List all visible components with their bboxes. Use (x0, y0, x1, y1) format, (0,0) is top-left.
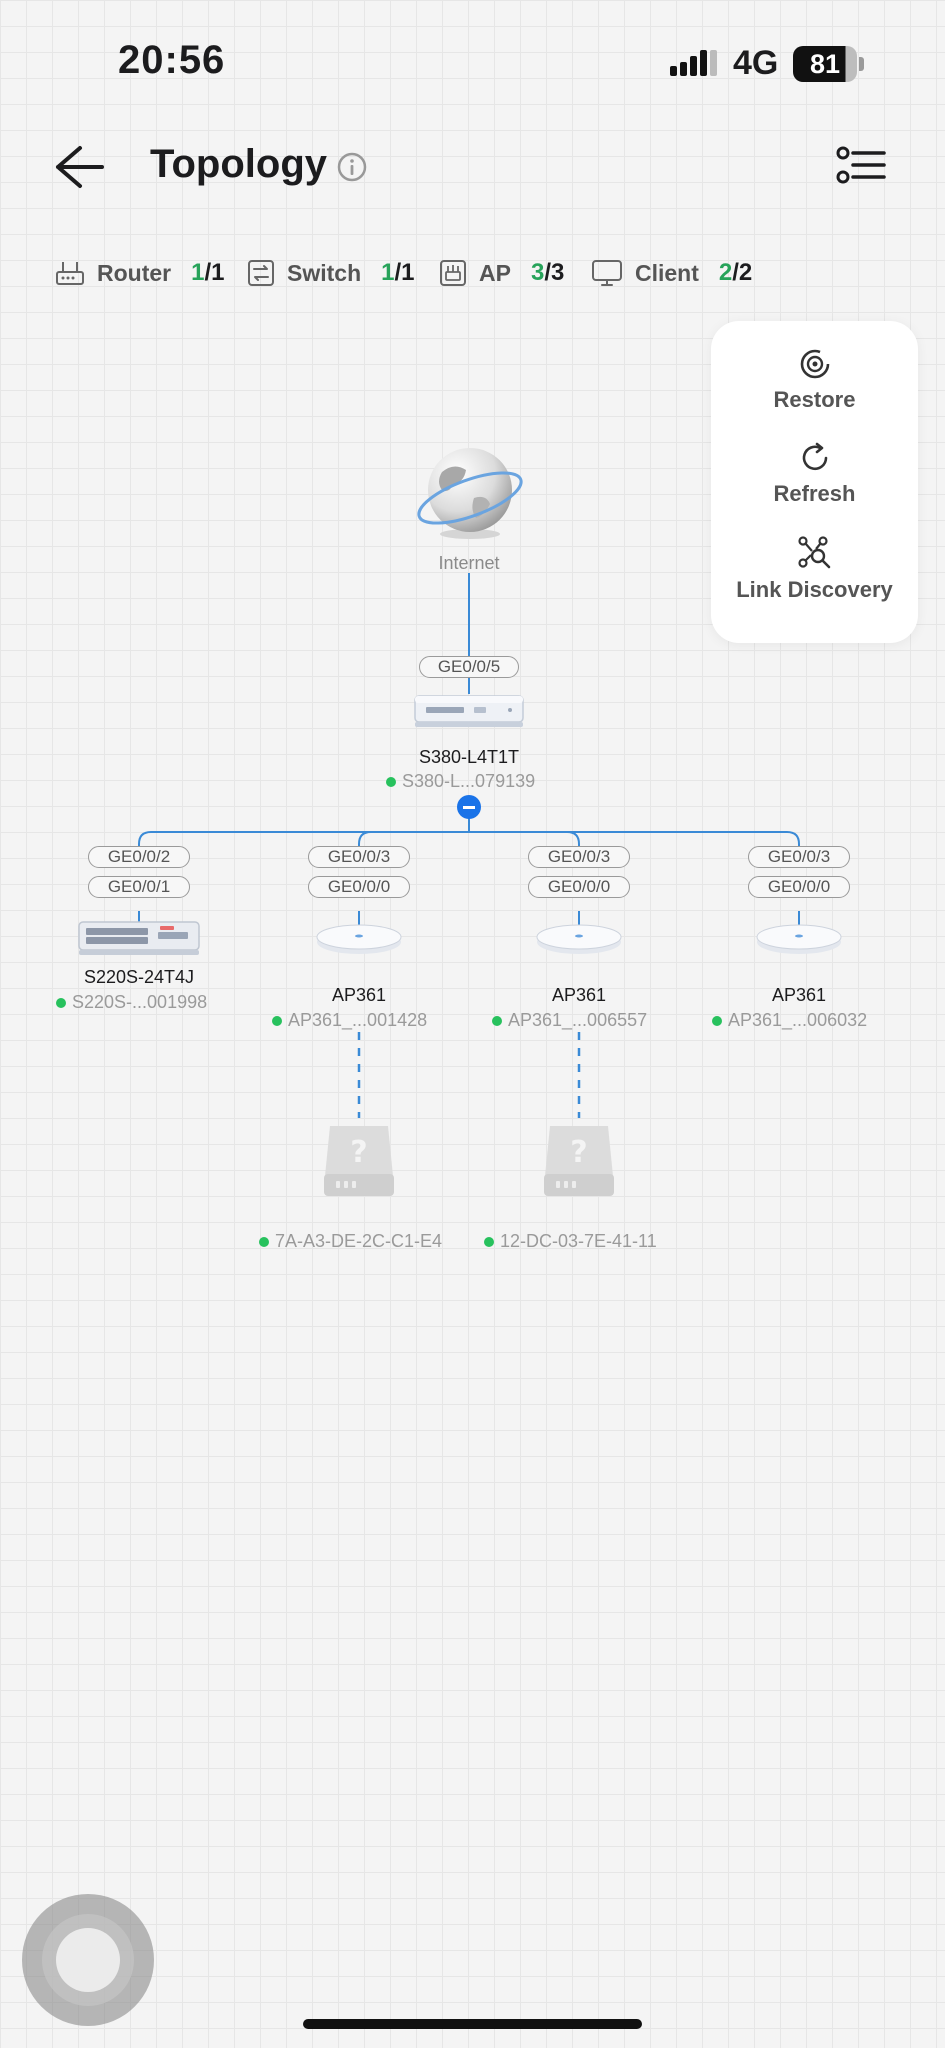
node-device-id: AP361_...006557 (508, 1010, 648, 1030)
node-name[interactable]: S380-L4T1T (418, 747, 520, 767)
summary-total-count: /2 (732, 259, 753, 286)
access-point-icon[interactable] (314, 920, 404, 960)
online-status-dot (259, 1236, 269, 1247)
back-button[interactable] (50, 140, 110, 195)
summary-total-count: /1 (204, 259, 225, 286)
unknown-device-icon[interactable]: ? (540, 1122, 618, 1200)
port-label: GE0/0/5 (419, 656, 519, 678)
access-point-icon[interactable] (534, 920, 624, 960)
summary-label: Switch (287, 259, 362, 286)
tool-panel: Restore Refresh Link Discovery (711, 321, 918, 643)
node-device-id: S220S-...001998 (72, 992, 208, 1012)
access-point-icon[interactable] (754, 920, 844, 960)
summary-client: Client 2 /2 (591, 256, 752, 290)
summary-label: AP (479, 259, 511, 286)
globe-icon[interactable] (414, 442, 526, 542)
summary-total-count: /3 (544, 259, 565, 286)
refresh-label: Refresh (773, 481, 856, 506)
home-indicator[interactable] (303, 2019, 642, 2029)
node-device-id: S380-L...079139 (402, 771, 536, 791)
summary-label: Router (97, 259, 172, 286)
unknown-device-icon[interactable]: ? (320, 1122, 398, 1200)
router-icon (56, 262, 84, 285)
link-discovery-label: Link Discovery (736, 577, 893, 602)
summary-ap: AP 3 /3 (439, 256, 564, 290)
node-status: AP361_...001428 (272, 1010, 427, 1031)
client-mac[interactable]: 12-DC-03-7E-41-11 (500, 1231, 657, 1251)
summary-online-count: 3 (530, 259, 545, 286)
node-device-id: AP361_...001428 (288, 1010, 428, 1030)
uplink-port-label: GE0/0/3 (748, 846, 850, 868)
page-title: Topology (150, 142, 327, 186)
online-status-dot (386, 776, 396, 787)
client-status: 12-DC-03-7E-41-11 (484, 1231, 657, 1252)
node-name[interactable]: AP361 (551, 985, 607, 1005)
client-status: 7A-A3-DE-2C-C1-E4 (259, 1231, 442, 1252)
node-status: S380-L...079139 (386, 771, 535, 792)
refresh-icon (802, 442, 827, 471)
node-status: AP361_...006557 (492, 1010, 647, 1031)
port-label: GE0/0/1 (88, 876, 190, 898)
list-view-button[interactable] (836, 146, 886, 188)
refresh-button[interactable]: Refresh (711, 441, 918, 525)
battery-indicator: 81 (793, 46, 857, 82)
internet-label: Internet (438, 553, 500, 573)
ap-icon (440, 260, 466, 286)
svg-text:?: ? (350, 1135, 367, 1170)
svg-text:?: ? (570, 1135, 587, 1170)
network-type: 4G (733, 44, 779, 82)
switch-icon (248, 260, 274, 286)
topology-links (138, 573, 800, 1118)
restore-icon (800, 349, 829, 379)
online-status-dot (492, 1015, 502, 1026)
link-discovery-icon (797, 536, 830, 569)
summary-switch: Switch 1 /1 (247, 256, 415, 290)
port-label: GE0/0/0 (308, 876, 410, 898)
online-status-dot (712, 1015, 722, 1026)
node-name[interactable]: AP361 (771, 985, 827, 1005)
summary-router: Router 1 /1 (55, 256, 225, 290)
summary-online-count: 1 (381, 259, 395, 286)
node-device-id: AP361_...006032 (728, 1010, 868, 1030)
online-status-dot (272, 1015, 282, 1026)
port-label: GE0/0/0 (748, 876, 850, 898)
client-mac[interactable]: 7A-A3-DE-2C-C1-E4 (275, 1231, 443, 1251)
uplink-port-label: GE0/0/3 (528, 846, 630, 868)
collapse-button[interactable] (457, 795, 481, 819)
restore-button[interactable]: Restore (711, 347, 918, 431)
uplink-port-label: GE0/0/2 (88, 846, 190, 868)
port-label: GE0/0/0 (528, 876, 630, 898)
assistive-touch-button[interactable] (22, 1894, 154, 2026)
uplink-port-label: GE0/0/3 (308, 846, 410, 868)
node-name[interactable]: S220S-24T4J (83, 967, 195, 987)
online-status-dot (484, 1236, 494, 1247)
link-discovery-button[interactable]: Link Discovery (711, 535, 918, 619)
gateway-switch-icon[interactable] (412, 690, 526, 730)
status-time: 20:56 (118, 38, 226, 82)
access-switch-icon[interactable] (76, 916, 202, 958)
restore-label: Restore (773, 387, 856, 412)
summary-total-count: /1 (394, 259, 415, 286)
monitor-icon (592, 260, 622, 286)
signal-strength-icon (670, 50, 717, 76)
online-status-dot (56, 997, 66, 1008)
summary-label: Client (635, 259, 699, 286)
node-status: S220S-...001998 (56, 992, 207, 1013)
summary-online-count: 2 (718, 259, 733, 286)
node-name[interactable]: AP361 (331, 985, 387, 1005)
battery-tip (859, 57, 864, 71)
node-status: AP361_...006032 (712, 1010, 867, 1031)
summary-online-count: 1 (191, 259, 205, 286)
info-icon[interactable] (336, 151, 368, 183)
